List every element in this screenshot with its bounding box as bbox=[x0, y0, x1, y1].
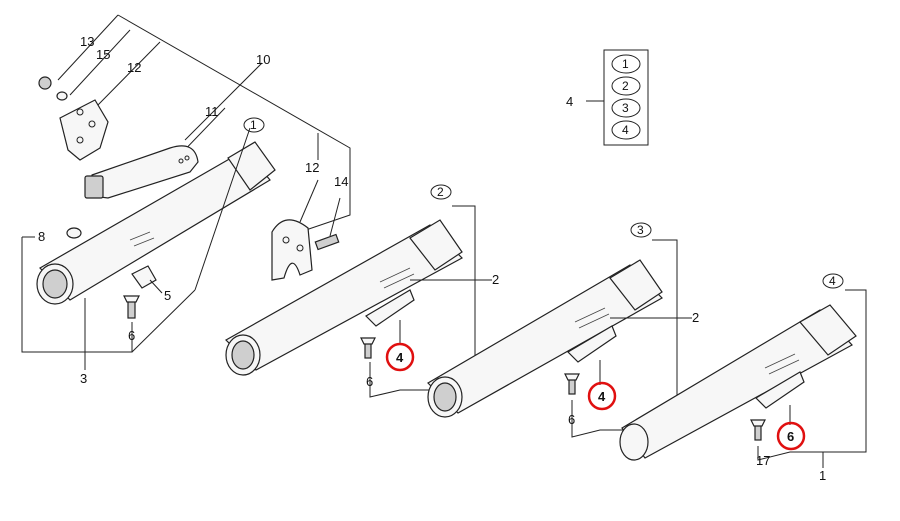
highlight-ring-1 bbox=[385, 342, 415, 372]
legend-oval-3 bbox=[611, 98, 641, 118]
highlight-ring-2 bbox=[587, 381, 617, 411]
callout-13: 13 bbox=[80, 34, 94, 49]
callout-10: 10 bbox=[256, 52, 270, 67]
variant-marker-2-label: 2 bbox=[437, 185, 444, 199]
legend-item-3: 3 bbox=[622, 101, 629, 115]
callout-12-right: 12 bbox=[305, 160, 319, 175]
callout-6-b: 6 bbox=[366, 374, 373, 389]
variant-marker-1-label: 1 bbox=[250, 118, 257, 132]
variant-marker-3 bbox=[630, 222, 652, 238]
callout-2-b: 2 bbox=[692, 310, 699, 325]
callout-5: 5 bbox=[164, 288, 171, 303]
tube-assembly-1 bbox=[36, 141, 276, 305]
legend-item-4: 4 bbox=[622, 123, 629, 137]
assembly-4: 4 6 1 17 bbox=[619, 273, 867, 483]
variant-marker-4-label: 4 bbox=[829, 274, 836, 288]
callout-6-c: 6 bbox=[568, 412, 575, 427]
legend-box bbox=[603, 49, 649, 146]
assembly-2: 2 2 4 6 bbox=[225, 184, 499, 398]
callout-3: 3 bbox=[80, 371, 87, 386]
assembly-3: 3 2 4 6 bbox=[427, 222, 699, 438]
callout-4-a: 4 bbox=[396, 350, 404, 365]
callout-1: 1 bbox=[819, 468, 826, 483]
callout-4-b: 4 bbox=[598, 389, 606, 404]
callout-12-top: 12 bbox=[127, 60, 141, 75]
callout-6-a: 6 bbox=[128, 328, 135, 343]
highlight-ring-3 bbox=[776, 421, 806, 451]
callout-4-c: 6 bbox=[787, 429, 794, 444]
handle-part bbox=[84, 145, 199, 199]
legend-oval-1 bbox=[611, 54, 641, 74]
callout-11: 11 bbox=[205, 104, 219, 119]
variant-marker-1 bbox=[243, 117, 265, 133]
callout-2-a: 2 bbox=[492, 272, 499, 287]
variant-marker-4 bbox=[822, 273, 844, 289]
variant-marker-3-label: 3 bbox=[637, 223, 644, 237]
variant-legend: 4 1 2 3 4 bbox=[566, 49, 649, 146]
callout-14: 14 bbox=[334, 174, 348, 189]
variant-marker-2 bbox=[430, 184, 452, 200]
legend-item-1: 1 bbox=[622, 57, 629, 71]
callout-8: 8 bbox=[38, 229, 45, 244]
saddle-bracket bbox=[271, 219, 340, 281]
callout-15: 15 bbox=[96, 47, 110, 62]
legend-item-2: 2 bbox=[622, 79, 629, 93]
callout-17: 4 bbox=[566, 94, 573, 109]
callout-6-d: 17 bbox=[756, 453, 770, 468]
assembly-1: 1 13 15 12 10 11 12 14 8 5 6 3 bbox=[21, 14, 351, 386]
clamp-part bbox=[38, 76, 109, 161]
legend-oval-4 bbox=[611, 120, 641, 140]
screw-1 bbox=[123, 295, 140, 319]
legend-oval-2 bbox=[611, 76, 641, 96]
